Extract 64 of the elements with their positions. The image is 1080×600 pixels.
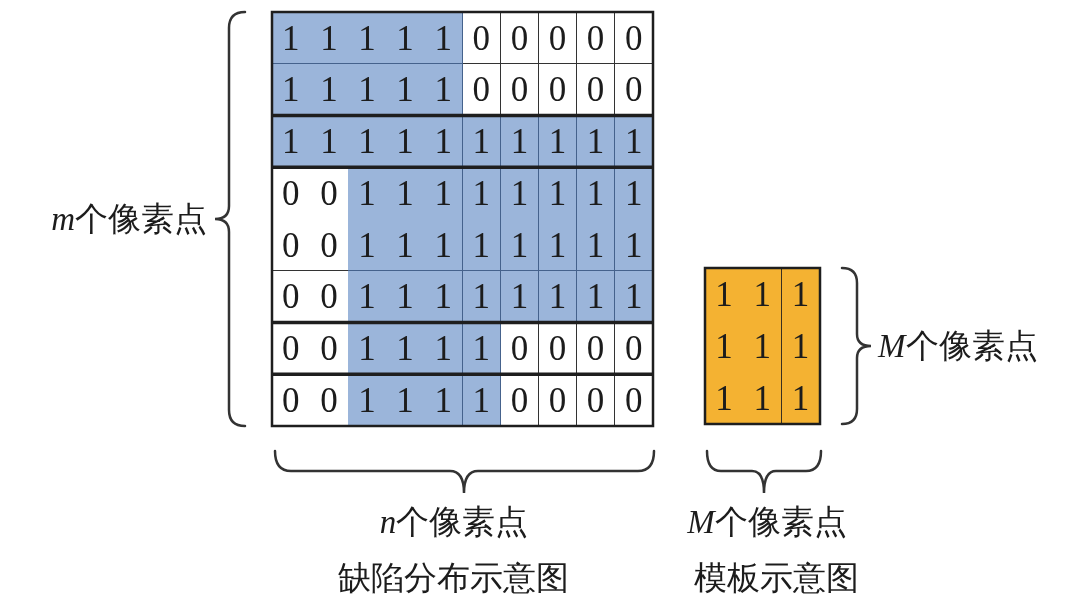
grid-cell: 1 bbox=[386, 167, 425, 220]
grid-cell: 1 bbox=[781, 320, 821, 373]
grid-cell: 0 bbox=[500, 12, 540, 65]
grid-cell: 1 bbox=[424, 63, 463, 116]
grid-cell: 1 bbox=[614, 219, 654, 272]
grid-cell: 1 bbox=[386, 322, 425, 375]
caption: 缺陷分布示意图 bbox=[337, 559, 569, 597]
grid-cell: 1 bbox=[538, 167, 578, 220]
grid-cell: 1 bbox=[348, 167, 387, 220]
grid-cell: 1 bbox=[538, 115, 578, 168]
grid-cell: 1 bbox=[386, 12, 425, 65]
grid-cell: 1 bbox=[576, 167, 616, 220]
grid-cell: 1 bbox=[424, 167, 463, 220]
grid-cell: 1 bbox=[386, 219, 425, 272]
grid-cell: 1 bbox=[462, 322, 502, 375]
grid-cell: 1 bbox=[348, 115, 387, 168]
caption: 模板示意图 bbox=[693, 559, 859, 597]
grid-cell: 0 bbox=[310, 219, 349, 272]
grid-cell: 1 bbox=[310, 12, 349, 65]
grid-cell: 1 bbox=[705, 320, 744, 373]
grid-cell: 1 bbox=[386, 270, 425, 323]
dimension-label: m个像素点 bbox=[51, 200, 207, 238]
grid-cell: 1 bbox=[424, 219, 463, 272]
grid-cell: 1 bbox=[781, 372, 821, 425]
grid-cell: 1 bbox=[576, 219, 616, 272]
grid-cell: 0 bbox=[272, 219, 311, 272]
grid-cell: 1 bbox=[348, 374, 387, 427]
grid-cell: 1 bbox=[386, 115, 425, 168]
grid-cell: 1 bbox=[348, 63, 387, 116]
grid-cell: 1 bbox=[462, 219, 502, 272]
grid-cell: 1 bbox=[386, 374, 425, 427]
grid-cell: 1 bbox=[500, 115, 540, 168]
grid-cell: 0 bbox=[538, 12, 578, 65]
grid-cell: 1 bbox=[500, 219, 540, 272]
grid-cell: 1 bbox=[424, 374, 463, 427]
grid-cell: 1 bbox=[310, 115, 349, 168]
grid-cell: 1 bbox=[348, 12, 387, 65]
grid-cell: 1 bbox=[424, 322, 463, 375]
grid-cell: 1 bbox=[424, 270, 463, 323]
grid-cell: 1 bbox=[705, 268, 744, 321]
grid-cell: 0 bbox=[576, 12, 616, 65]
dimension-label: M个像素点 bbox=[878, 327, 1038, 365]
grid-cell: 1 bbox=[743, 372, 783, 425]
grid-cell: 1 bbox=[705, 372, 744, 425]
grid-cell: 1 bbox=[310, 63, 349, 116]
grid-cell: 0 bbox=[462, 12, 502, 65]
grid-cell: 1 bbox=[272, 12, 311, 65]
dimension-label: M个像素点 bbox=[687, 503, 847, 541]
grid-cell: 1 bbox=[462, 167, 502, 220]
grid-cell: 1 bbox=[348, 270, 387, 323]
grid-cell: 1 bbox=[500, 167, 540, 220]
grid-cell: 1 bbox=[462, 115, 502, 168]
grid-cell: 1 bbox=[424, 115, 463, 168]
grid-cell: 1 bbox=[538, 219, 578, 272]
grid-cell: 1 bbox=[576, 115, 616, 168]
grid-cell: 1 bbox=[743, 268, 783, 321]
grid-cell: 1 bbox=[462, 374, 502, 427]
grid-cell: 1 bbox=[348, 322, 387, 375]
grid-cell: 1 bbox=[348, 219, 387, 272]
grid-cell: 1 bbox=[424, 12, 463, 65]
grid-cell: 1 bbox=[272, 115, 311, 168]
grid-cell: 1 bbox=[386, 63, 425, 116]
grid-cell: 1 bbox=[743, 320, 783, 373]
dimension-label: n个像素点 bbox=[379, 503, 529, 541]
